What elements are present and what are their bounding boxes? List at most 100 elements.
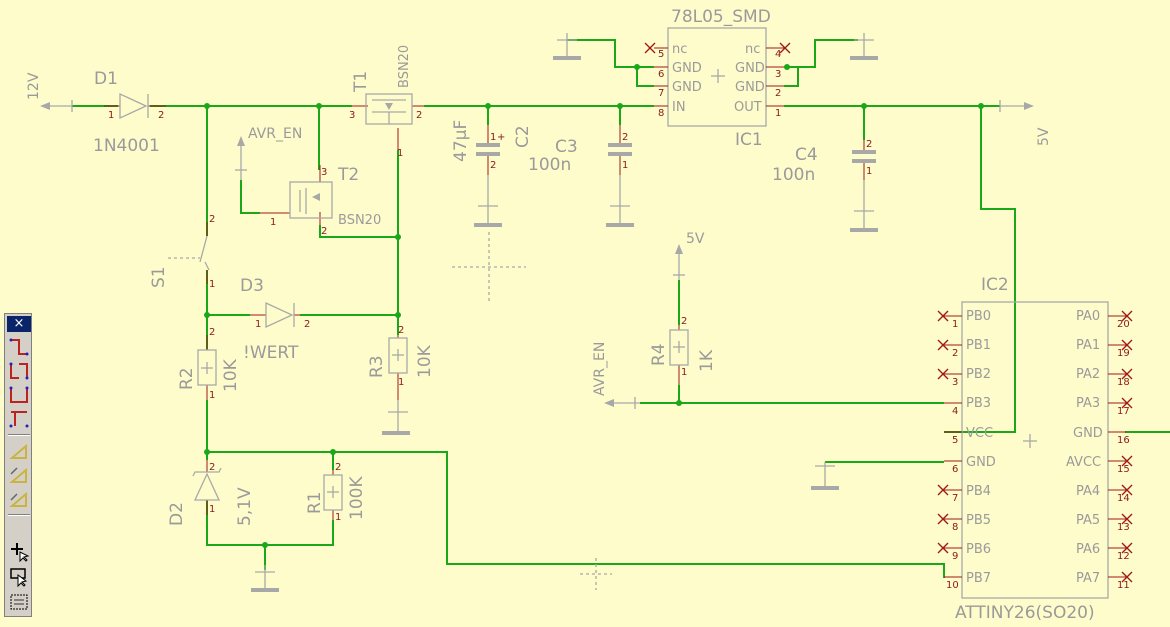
svg-text:2: 2 — [304, 319, 310, 330]
svg-text:PB6: PB6 — [966, 542, 991, 557]
supply-avr-en-r4-label: AVR_EN — [592, 342, 608, 396]
net-tool-icon[interactable] — [8, 360, 30, 382]
svg-text:2: 2 — [209, 327, 215, 338]
ic1-value: 78L05_SMD — [671, 7, 771, 27]
mosfet-t2[interactable]: 3 1 2 T2 BSN20 — [260, 165, 381, 237]
svg-text:PA1: PA1 — [1076, 338, 1100, 353]
t1-name: T1 — [351, 71, 371, 93]
ground-ic2 — [811, 462, 839, 490]
r3-value: 10K — [415, 344, 435, 378]
svg-text:PB7: PB7 — [966, 571, 991, 586]
svg-text:18: 18 — [1117, 377, 1130, 388]
ground-c4 — [850, 205, 878, 232]
ground-ic1-right — [850, 33, 878, 60]
svg-text:12: 12 — [1117, 551, 1130, 562]
svg-text:2: 2 — [952, 348, 958, 359]
supply-12v-label: 12V — [26, 72, 42, 100]
svg-text:5: 5 — [658, 49, 664, 60]
diode-d3[interactable]: 1 2 D3 !WERT — [240, 276, 310, 363]
supply-avr-en-t2-label: AVR_EN — [248, 126, 302, 142]
svg-text:2: 2 — [398, 325, 404, 336]
ground-ic1-left — [553, 33, 581, 60]
svg-text:1: 1 — [397, 148, 403, 159]
r2-name: R2 — [177, 367, 197, 390]
mcu-ic2[interactable]: IC2 ATTINY26(SO20) 1 2 3 4 5 6 7 8 9 10 … — [937, 275, 1133, 623]
move-tool-icon[interactable] — [8, 540, 30, 562]
r1-name: R1 — [305, 491, 325, 514]
svg-text:2: 2 — [775, 88, 781, 99]
t2-name: T2 — [337, 165, 359, 185]
bus-tool-icon[interactable] — [8, 384, 30, 406]
svg-text:5: 5 — [952, 435, 958, 446]
svg-text:6: 6 — [658, 69, 664, 80]
svg-text:IN: IN — [672, 100, 686, 115]
wire-tool-icon[interactable] — [8, 336, 30, 358]
resistor-r2[interactable]: 2 1 R2 10K — [177, 327, 241, 401]
resistor-r3[interactable]: 2 1 R3 10K — [367, 325, 435, 400]
regulator-ic1[interactable]: 5 6 7 8 nc GND GND IN 4 3 2 1 nc GND GND… — [644, 7, 791, 150]
svg-text:1: 1 — [952, 319, 958, 330]
svg-text:2: 2 — [622, 132, 628, 143]
supply-5v-out-label: 5V — [1036, 127, 1052, 146]
d3-value: !WERT — [243, 343, 299, 363]
zener-d2[interactable]: 2 1 D2 5,1V — [167, 460, 255, 526]
svg-text:PA4: PA4 — [1076, 484, 1100, 499]
add-tool-icon[interactable] — [8, 488, 30, 510]
svg-text:PB2: PB2 — [966, 367, 991, 382]
svg-text:3: 3 — [952, 377, 958, 388]
r4-value: 1K — [697, 349, 717, 372]
svg-text:4: 4 — [775, 49, 781, 60]
svg-text:1: 1 — [681, 367, 687, 378]
svg-text:1: 1 — [490, 132, 496, 143]
svg-text:3: 3 — [775, 69, 781, 80]
close-icon[interactable]: × — [7, 316, 31, 332]
ic2-name: IC2 — [981, 275, 1009, 295]
c3-name: C3 — [555, 137, 578, 157]
svg-text:GND: GND — [672, 61, 702, 76]
mosfet-t1[interactable]: 3 2 1 T1 BSN20 — [349, 45, 424, 159]
name-tool-icon[interactable] — [8, 464, 30, 486]
r1-value: 100K — [347, 476, 367, 520]
svg-text:GND: GND — [966, 455, 996, 470]
svg-text:1: 1 — [108, 110, 114, 121]
svg-text:2: 2 — [209, 462, 215, 473]
svg-text:8: 8 — [658, 108, 664, 119]
svg-text:PA2: PA2 — [1076, 367, 1100, 382]
svg-text:VCC: VCC — [966, 426, 993, 441]
svg-text:2: 2 — [681, 316, 687, 327]
svg-text:1: 1 — [270, 217, 276, 228]
svg-text:2: 2 — [416, 110, 422, 121]
supply-5v-out: 5V — [999, 100, 1052, 146]
junctions — [204, 64, 984, 548]
capacitor-c3[interactable]: 2 1 C3 100n — [528, 125, 632, 200]
capacitor-c4[interactable]: 2 1 C4 100n — [772, 139, 876, 205]
c4-name: C4 — [795, 145, 818, 165]
capacitor-c2[interactable]: 1 2 + C2 47µF — [451, 120, 533, 200]
svg-text:GND: GND — [735, 80, 765, 95]
c2-name: C2 — [513, 125, 533, 148]
group-tool-icon[interactable] — [8, 592, 30, 614]
d2-name: D2 — [167, 502, 187, 526]
svg-text:17: 17 — [1117, 406, 1130, 417]
c2-value: 47µF — [451, 120, 471, 162]
svg-text:PB4: PB4 — [966, 484, 991, 499]
c4-value: 100n — [772, 165, 815, 185]
svg-text:9: 9 — [952, 551, 958, 562]
svg-text:2: 2 — [866, 139, 872, 150]
svg-text:3: 3 — [321, 167, 327, 178]
svg-text:AVCC: AVCC — [1066, 455, 1101, 470]
svg-text:PA6: PA6 — [1076, 542, 1100, 557]
supply-12v: 12V — [26, 72, 73, 112]
select-tool-icon[interactable] — [8, 566, 30, 588]
resistor-r4[interactable]: 2 1 R4 1K — [649, 316, 717, 385]
svg-text:PB3: PB3 — [966, 396, 991, 411]
diode-d1[interactable]: 1 2 D1 1N4001 — [93, 69, 166, 156]
svg-text:1: 1 — [622, 160, 628, 171]
switch-s1[interactable]: 2 1 S1 — [149, 214, 215, 290]
resistor-r1[interactable]: 2 1 R1 100K — [305, 462, 367, 523]
label-tool-icon[interactable] — [8, 440, 30, 462]
junction-tool-icon[interactable] — [8, 408, 30, 430]
svg-text:15: 15 — [1117, 464, 1130, 475]
svg-text:GND: GND — [1073, 426, 1103, 441]
